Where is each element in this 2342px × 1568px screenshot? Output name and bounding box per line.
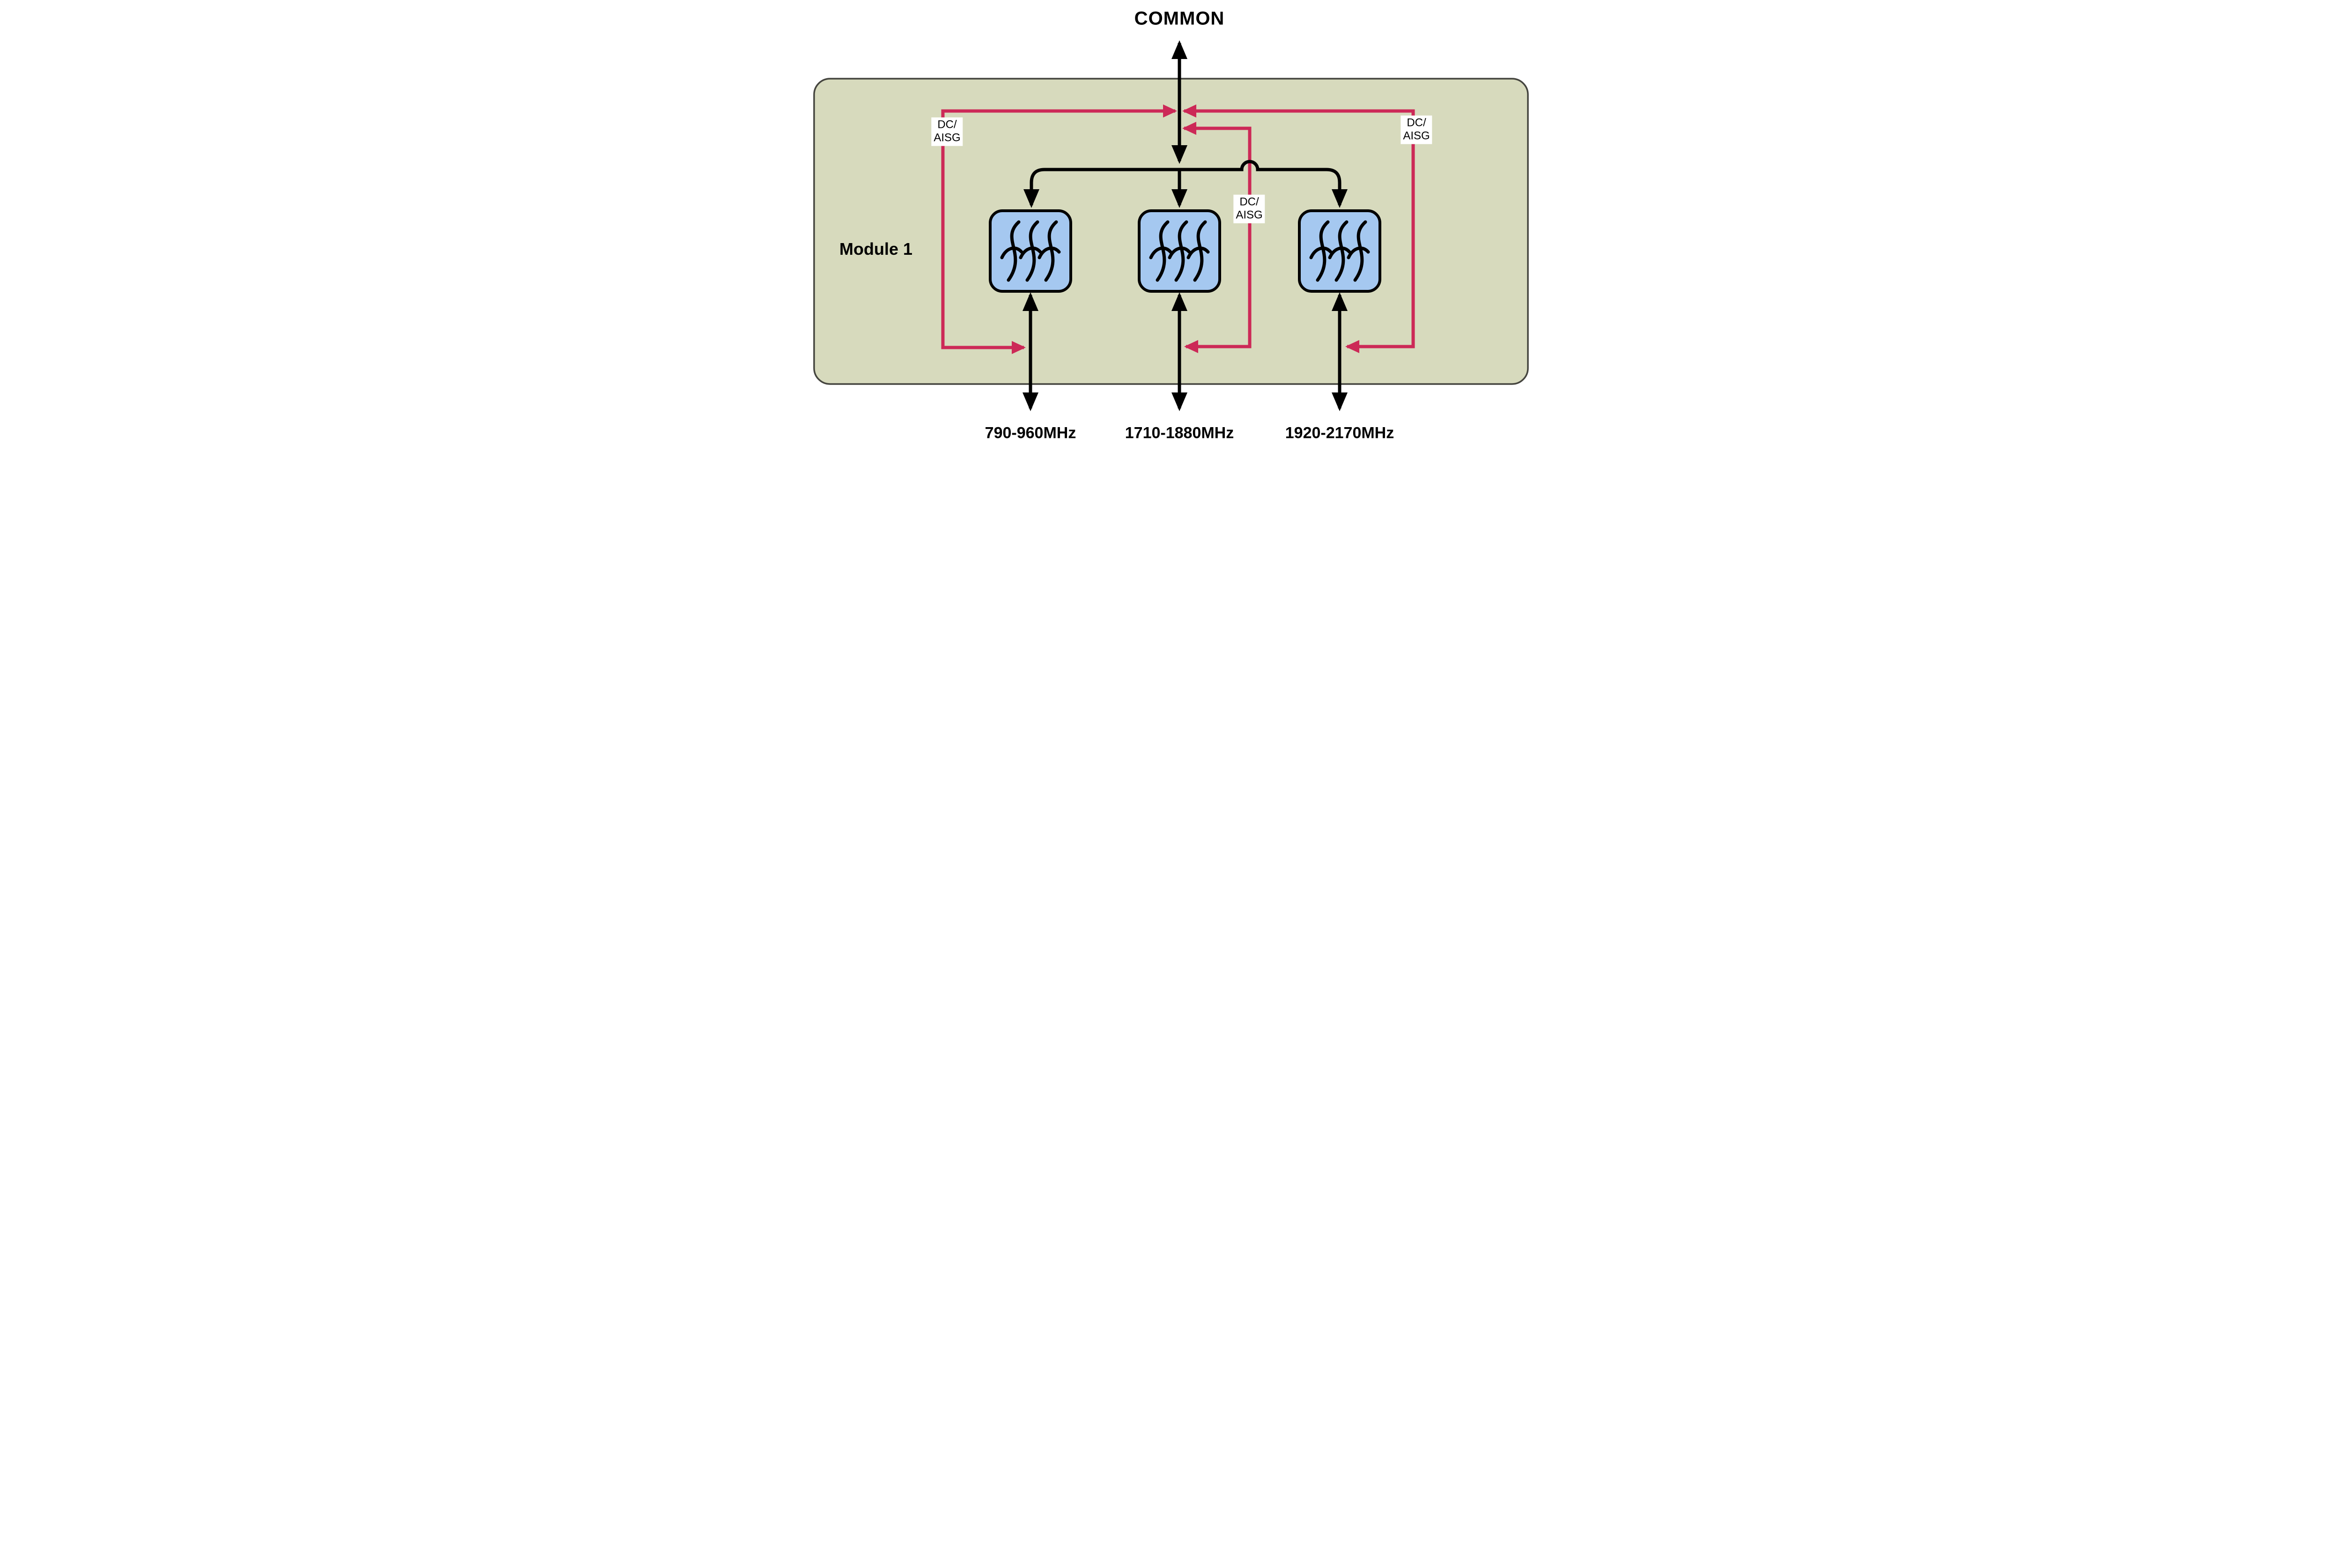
port-label-1920-2170: 1920-2170MHz [1285, 424, 1394, 442]
branch-right [1179, 160, 1348, 208]
dc-aisg-path-middle [1182, 122, 1252, 353]
common-port-label: COMMON [1134, 8, 1225, 29]
module-label: Module 1 [839, 239, 913, 259]
dc-aisg-label-right: DC/ AISG [1401, 115, 1432, 144]
port-label-790-960: 790-960MHz [985, 424, 1076, 442]
port-label-1710-1880: 1710-1880MHz [1125, 424, 1234, 442]
diagram-graphics [813, 40, 1529, 411]
branch-left [1023, 168, 1179, 208]
dc-aisg-label-middle: DC/ AISG [1233, 194, 1265, 223]
dc-aisg-label-left: DC/ AISG [931, 117, 963, 146]
dc-aisg-path-left [941, 104, 1177, 354]
dc-aisg-path-right [1182, 104, 1415, 353]
triplexer-diagram: COMMON Module 1 DC/ AISG DC/ AISG DC/ AI… [810, 0, 1532, 449]
